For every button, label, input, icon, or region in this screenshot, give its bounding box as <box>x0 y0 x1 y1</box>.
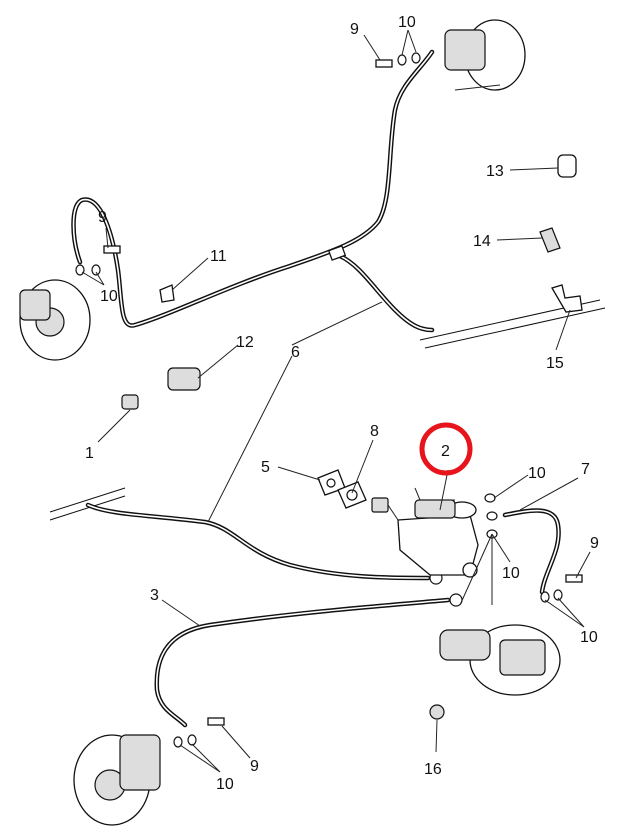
callout-5: 5 <box>261 459 270 476</box>
rear-left-brake-caliper-assembly <box>19 279 91 361</box>
sensor-1 <box>121 394 139 410</box>
callout-13: 13 <box>486 163 504 180</box>
callout-10: 10 <box>216 776 234 793</box>
brake-line-front <box>85 502 561 728</box>
gasket-8 <box>337 481 367 509</box>
highlight-ring <box>419 422 473 476</box>
front-right-brake-caliper-assembly <box>439 624 561 696</box>
leader-lines <box>81 29 591 773</box>
plug-16 <box>429 704 445 720</box>
clip-14 <box>539 227 561 253</box>
master-cylinder <box>371 487 479 578</box>
callout-2: 2 <box>441 443 450 460</box>
callout-10: 10 <box>528 465 546 482</box>
clip-11 <box>159 284 175 303</box>
callout-3: 3 <box>150 587 159 604</box>
callout-10: 10 <box>502 565 520 582</box>
bracket-15 <box>551 284 583 313</box>
callout-9: 9 <box>590 535 599 552</box>
callout-10: 10 <box>100 288 118 305</box>
callout-10: 10 <box>580 629 598 646</box>
callout-9: 9 <box>350 21 359 38</box>
callout-8: 8 <box>370 423 379 440</box>
front-left-brake-caliper-assembly <box>73 734 161 826</box>
callout-11: 11 <box>210 248 227 265</box>
callout-7: 7 <box>581 461 590 478</box>
callout-10: 10 <box>398 14 416 31</box>
callout-12: 12 <box>236 334 254 351</box>
callout-1: 1 <box>85 445 94 462</box>
callout-9: 9 <box>250 758 259 775</box>
clip-12 <box>167 367 201 391</box>
callout-6: 6 <box>291 344 300 361</box>
callout-9: 9 <box>98 209 107 226</box>
callout-14: 14 <box>473 233 491 250</box>
callout-labels: 9 10 13 14 15 9 10 11 12 6 1 8 5 2 10 7 … <box>85 14 599 793</box>
brake-line-upper <box>71 49 435 333</box>
rear-right-brake-caliper-assembly <box>444 19 526 91</box>
callout-15: 15 <box>546 355 564 372</box>
callout-16: 16 <box>424 761 442 778</box>
clip-13 <box>557 154 577 178</box>
